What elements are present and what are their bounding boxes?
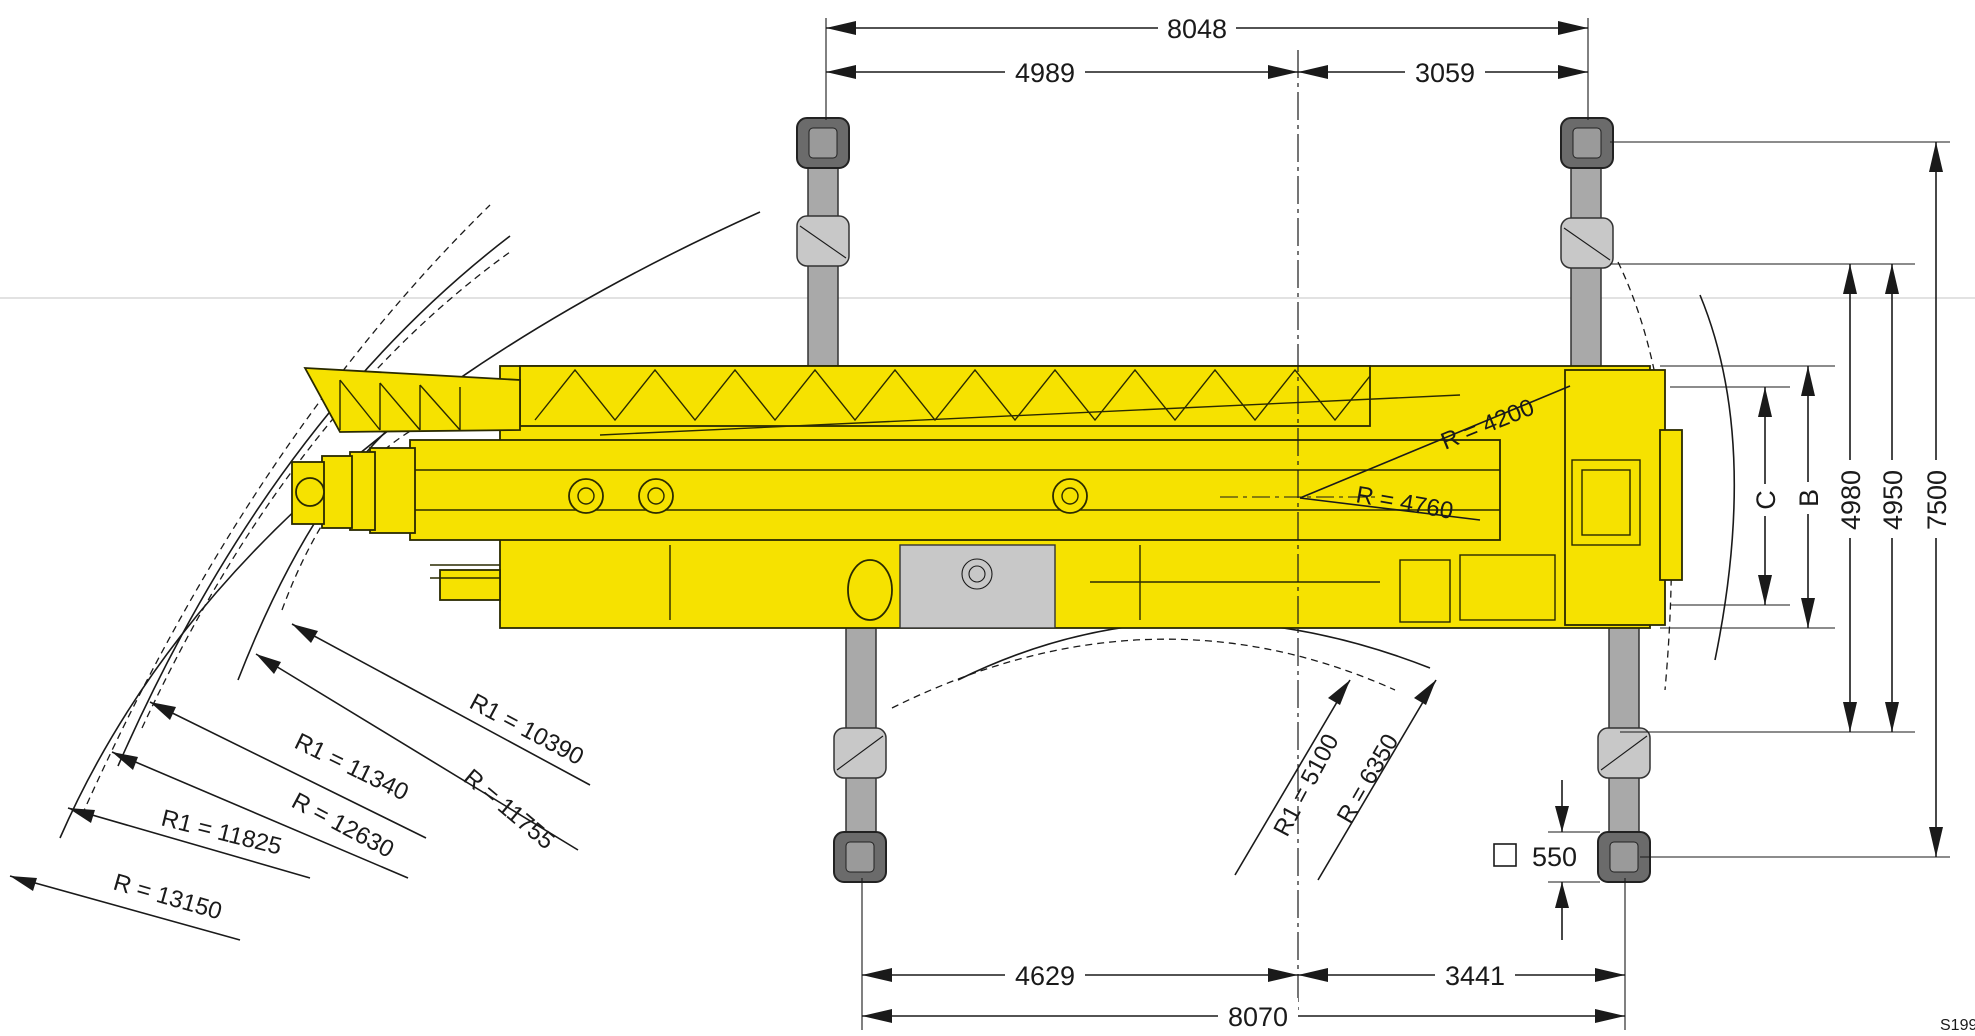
fuel-tank: [847, 559, 893, 621]
crane-carrier: [291, 365, 1683, 629]
boom-section-2: [349, 451, 376, 531]
arc-r1-5100: [891, 638, 1396, 709]
outrigger-rear-bottom: [1597, 624, 1651, 883]
dim-top-left-label: 4989: [1015, 58, 1075, 88]
boom-section-1: [369, 447, 416, 534]
boom-pin-1: [568, 478, 604, 514]
arc-right-solid: [1699, 294, 1736, 661]
drawing-code: S199: [1940, 1017, 1975, 1034]
pad-square-symbol: [1493, 843, 1517, 867]
dim-bottom-total-label: 8070: [1228, 1002, 1288, 1032]
reference-lines: [825, 18, 1950, 1030]
dim-height-4950: [1876, 264, 1908, 732]
radius-r1-10390: R1 = 10390: [465, 688, 588, 770]
dim-height-7500-label: 7500: [1922, 470, 1952, 530]
dim-bottom-total: [862, 998, 1625, 1032]
arc-r1-11340: [141, 251, 511, 729]
radius-r-12630: R = 12630: [287, 787, 398, 863]
radius-r1-5100: R1 = 5100: [1268, 730, 1344, 841]
dim-bottom-right: [1298, 958, 1625, 992]
luffing-line: [599, 394, 1461, 436]
rear-bumper: [1659, 429, 1683, 581]
tool-box-panel: [899, 544, 1056, 629]
dim-bottom-left: [862, 958, 1298, 992]
arc-r-6350: [957, 621, 1431, 681]
outrigger-front-top: [796, 117, 850, 369]
dim-pad-size: [1493, 780, 1600, 940]
front-bracket: [439, 569, 501, 601]
arc-right-dashed: [1617, 261, 1673, 691]
dim-height-c-label: C: [1751, 490, 1781, 510]
dim-bottom-right-label: 3441: [1445, 961, 1505, 991]
dim-height-4950-label: 4950: [1878, 470, 1908, 530]
dim-bottom-left-label: 4629: [1015, 961, 1075, 991]
jib-tip: [303, 367, 521, 433]
radius-r-13150: R = 13150: [110, 869, 225, 926]
boom-pin-3: [1052, 478, 1088, 514]
dim-height-7500: [1920, 142, 1952, 857]
dim-top-total: [826, 10, 1588, 44]
dim-height-b-label: B: [1794, 489, 1824, 507]
arc-r-12630: [117, 235, 511, 767]
dim-height-b: [1793, 366, 1823, 628]
dim-height-c: [1750, 387, 1780, 605]
dim-top-left: [826, 55, 1298, 89]
rear-cab: [1564, 369, 1666, 626]
radius-leaders: [9, 385, 1571, 941]
access-step: [1399, 559, 1451, 623]
dim-top-right: [1298, 55, 1588, 89]
boom-section-3: [321, 455, 353, 529]
boom-pin-2: [638, 478, 674, 514]
arc-r1-11825: [81, 204, 491, 816]
hook-sheave: [295, 477, 325, 507]
dim-top-total-label: 8048: [1167, 14, 1227, 44]
dim-height-4980-label: 4980: [1836, 470, 1866, 530]
dim-pad-size-label: 550: [1532, 842, 1577, 872]
outrigger-rear-top: [1560, 117, 1614, 374]
radius-r-11755: R = 11755: [458, 764, 559, 855]
dim-height-4980: [1834, 264, 1866, 732]
lattice-jib: [519, 365, 1371, 427]
dim-top-right-label: 3059: [1415, 58, 1475, 88]
outrigger-front-bottom: [833, 624, 887, 883]
